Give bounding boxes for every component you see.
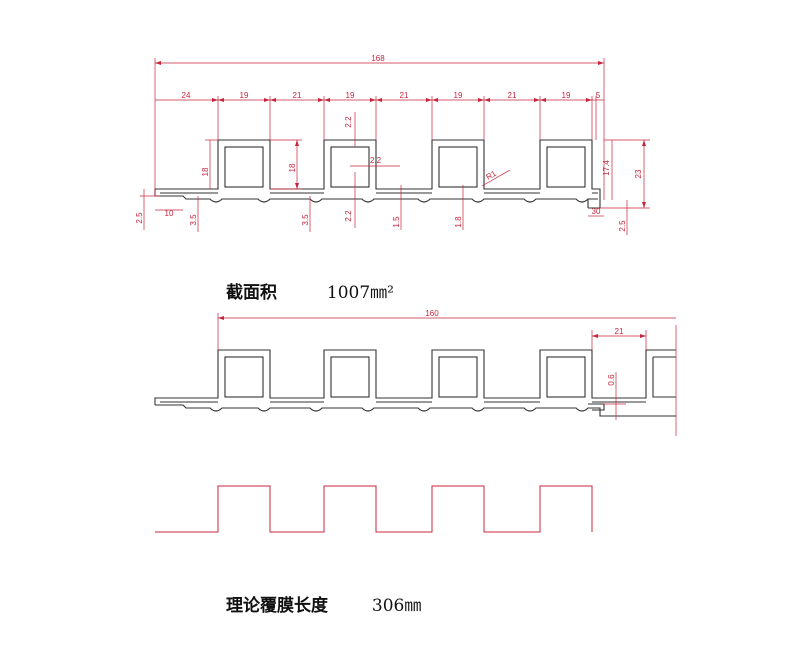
dim-seg-3: 21: [293, 91, 302, 100]
section-area-value: 1007㎜²: [326, 283, 395, 303]
film-length-caption: 理论覆膜长度 306㎜: [226, 591, 421, 616]
dim-seg-4: 19: [346, 91, 355, 100]
dim-wall-side: 2.2: [370, 156, 382, 165]
section-area-caption: 截面积 1007㎜²: [226, 278, 394, 303]
dim-mid-total-160: 160: [425, 309, 439, 318]
mid-dimension-lines: [217, 313, 677, 436]
dim-right-base: 2.5: [618, 220, 627, 232]
dim-wall-top: 2.2: [344, 116, 353, 128]
dim-right-height-total: 23: [634, 169, 643, 178]
dim-fillet-radius: R1: [485, 169, 499, 182]
dim-mid-overlap: 21: [615, 327, 624, 336]
mid-profile-outline: [154, 349, 676, 417]
dim-seg-5: 21: [400, 91, 409, 100]
dim-right-tongue: 30: [592, 207, 601, 216]
dim-seg-7: 21: [508, 91, 517, 100]
dim-lip-length: 10: [165, 209, 174, 218]
dim-seg-8: 19: [562, 91, 571, 100]
dim-total-168: 168: [371, 54, 385, 63]
dim-base-left: 2.5: [135, 212, 144, 224]
film-length-label: 理论覆膜长度: [226, 596, 328, 616]
dim-base-step: 3.5: [189, 214, 198, 226]
dim-seg-6: 19: [454, 91, 463, 100]
dim-seg-9: 5: [596, 91, 601, 100]
top-dimension-lines: [140, 58, 650, 235]
dim-seg-2: 19: [240, 91, 249, 100]
dim-slot-depth-right: 18: [288, 163, 297, 172]
dim-base-2: 1.8: [454, 216, 463, 228]
top-profile-outline: [154, 139, 601, 209]
section-area-label: 截面积: [226, 283, 277, 303]
dim-seg-1: 24: [182, 91, 191, 100]
dim-mid-gap: 0.6: [607, 374, 616, 386]
dim-base-1: 1.5: [392, 216, 401, 228]
dim-groove-depth: 3.5: [301, 214, 310, 226]
top-dimension-labels: 168 24 19 21 19 21 19 21 19 5 18 18 2.2 …: [135, 54, 643, 232]
film-path-outline: [155, 485, 593, 533]
dim-right-height-inner: 17.4: [602, 160, 611, 176]
mid-dimension-labels: 160 21 0.6: [425, 309, 624, 386]
top-dimension-arrows: [155, 61, 646, 208]
dim-slot-depth-left: 18: [201, 167, 210, 176]
mid-dimension-arrows: [218, 316, 646, 338]
film-length-value: 306㎜: [371, 596, 422, 616]
dim-wall-bottom: 2.2: [344, 210, 353, 222]
